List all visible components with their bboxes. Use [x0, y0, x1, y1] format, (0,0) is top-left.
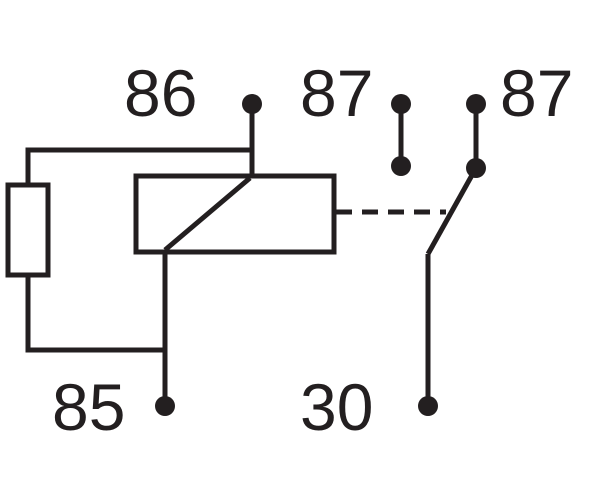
terminal-label-86: 86 [124, 56, 197, 130]
terminal-dot-30 [418, 396, 438, 416]
terminal-dot-87-closed-contact [466, 158, 486, 178]
resistor-top-wire [25, 147, 250, 185]
terminal-dot-86 [242, 94, 262, 114]
resistor [5, 182, 51, 278]
terminal-dot-87-open-top [391, 94, 411, 114]
coil-diagonal [163, 176, 252, 252]
terminal-label-87-closed: 87 [500, 56, 573, 130]
terminal-label-87-open: 87 [300, 56, 373, 130]
terminal-dot-85 [155, 396, 175, 416]
terminal-label-30: 30 [300, 370, 373, 444]
terminal-dot-87-closed-top [466, 94, 486, 114]
terminal-label-85: 85 [52, 370, 125, 444]
resistor-bottom-wire [25, 275, 165, 353]
switch-arm [425, 166, 479, 256]
terminal-dot-87-open-bottom [391, 156, 411, 176]
coil-box [133, 173, 337, 255]
